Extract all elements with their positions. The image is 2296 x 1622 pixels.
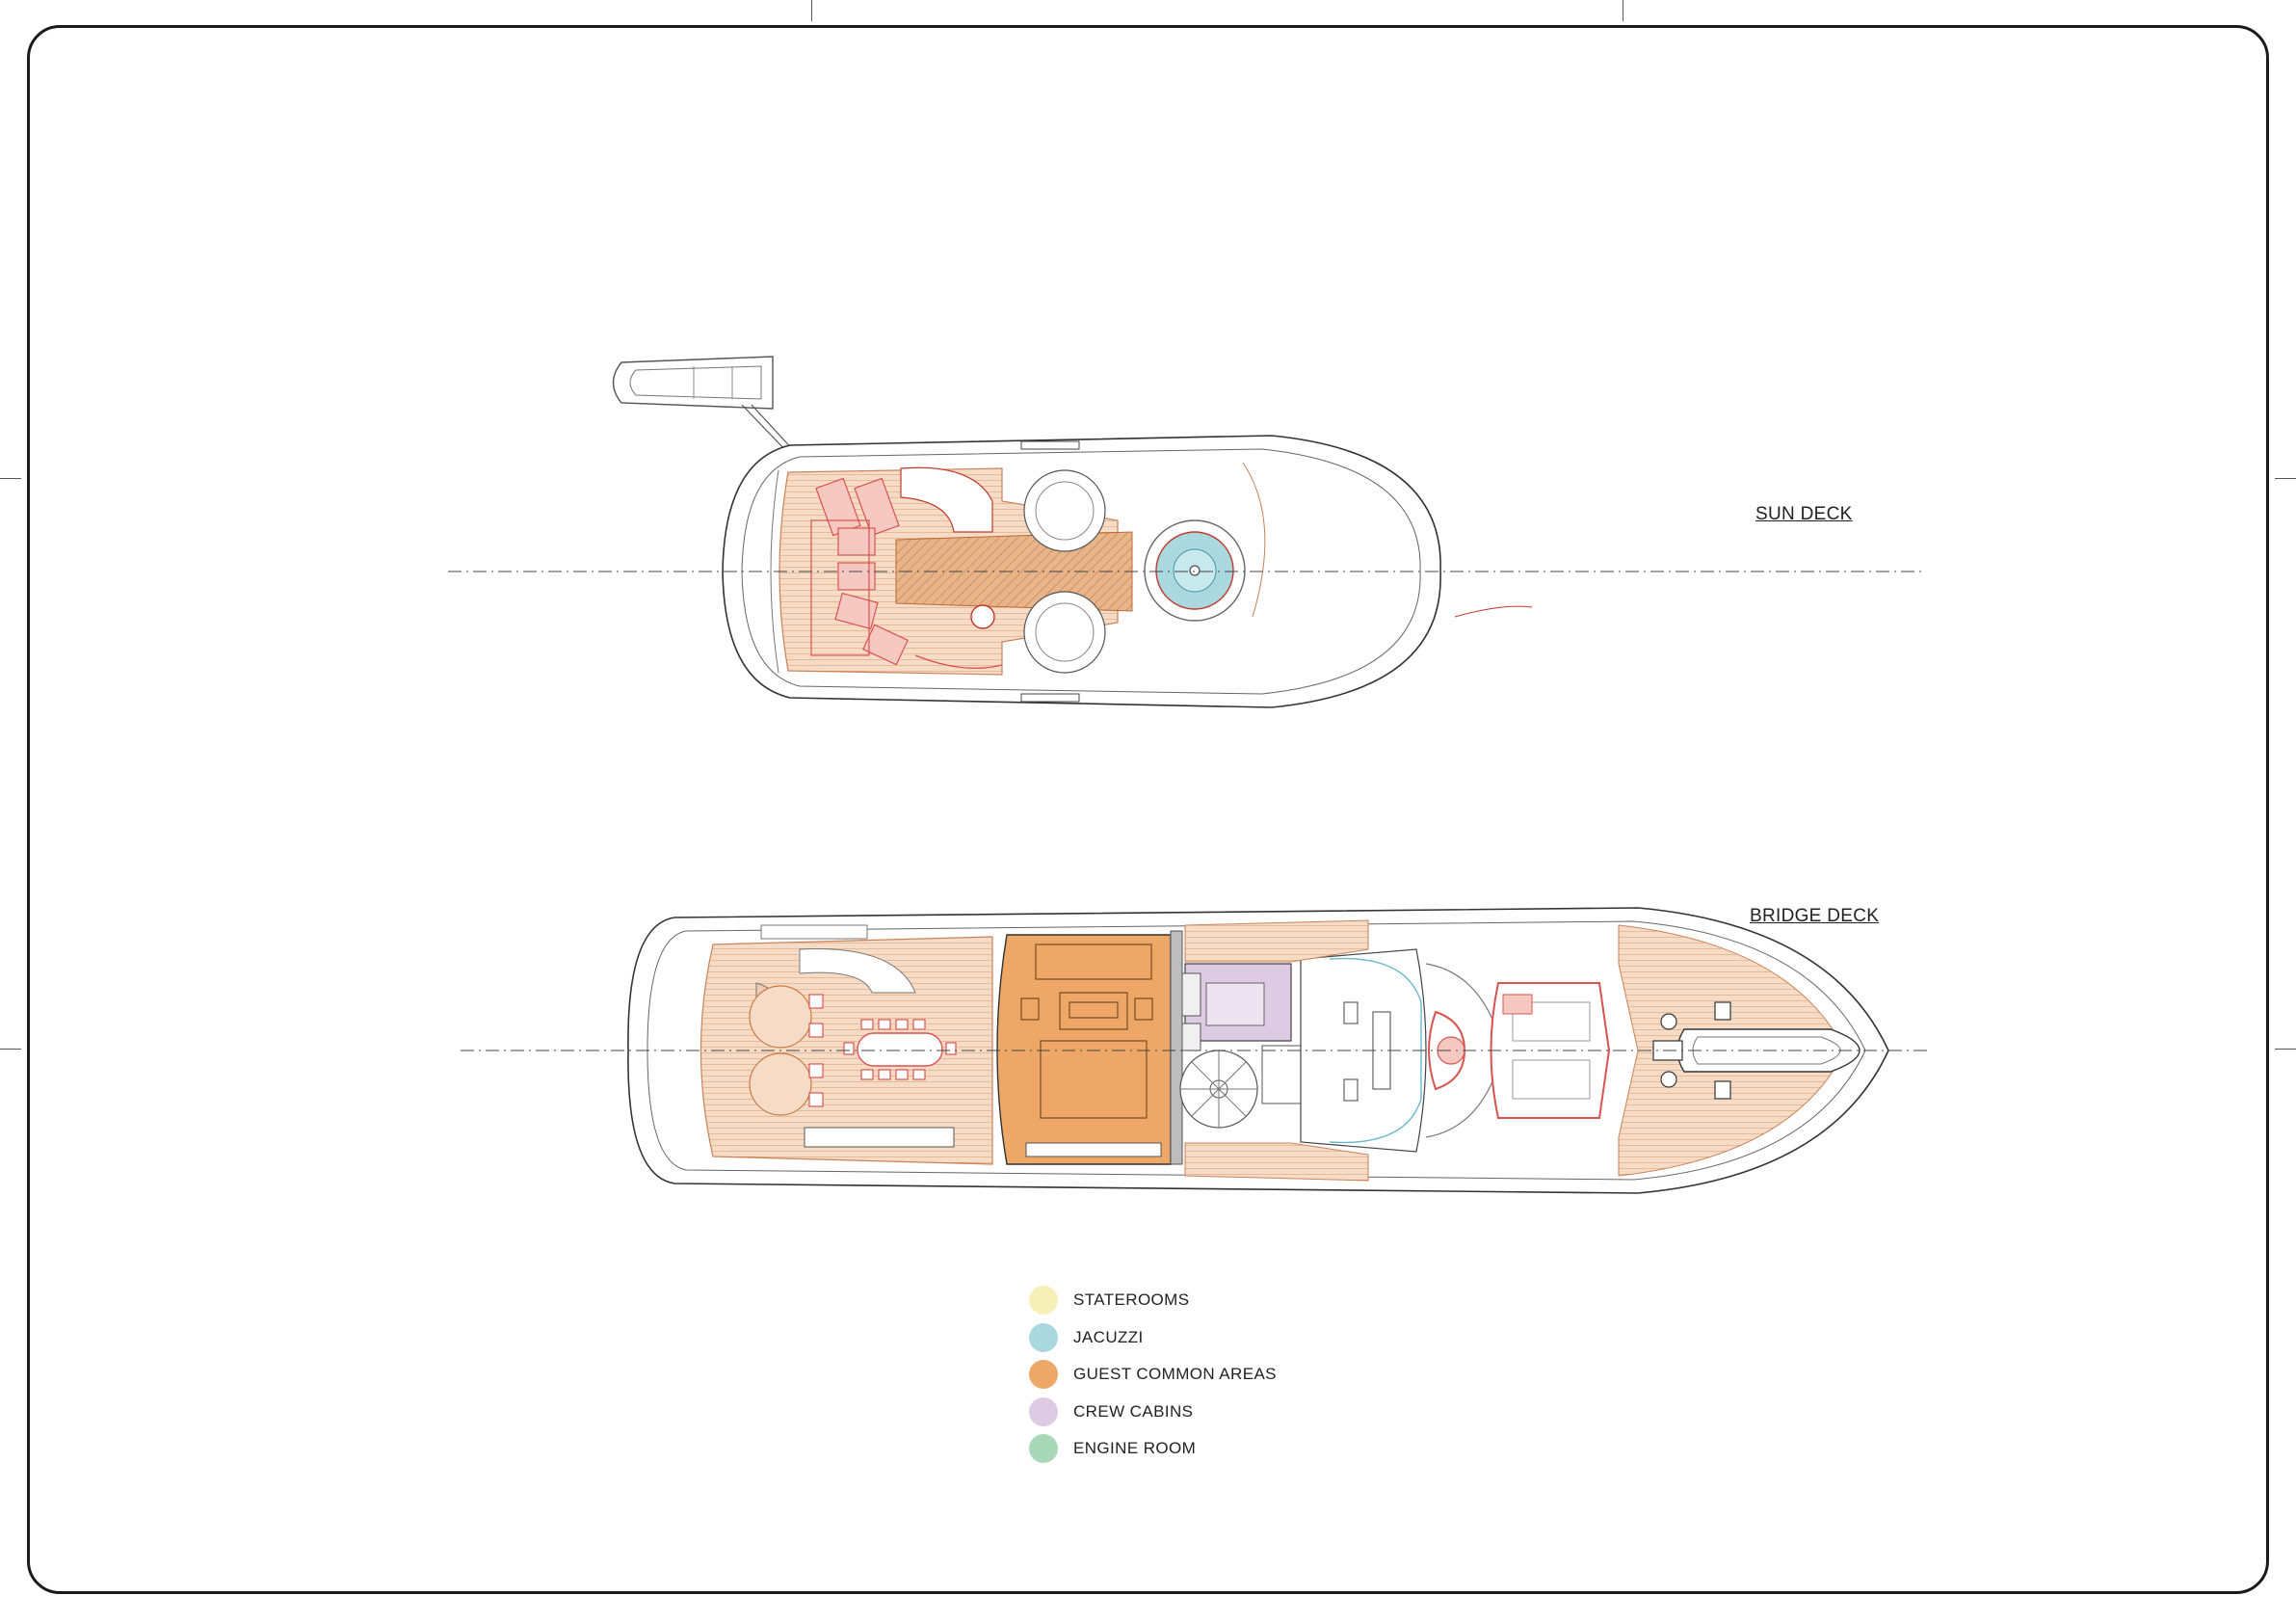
bridge-deck-lounge-furniture [1020, 944, 1153, 1119]
sun-deck-jacuzzi [1144, 519, 1246, 622]
circle-swatch-icon [1029, 1322, 1058, 1352]
crop-mark-left-lower [0, 1049, 21, 1050]
legend-item-guest-common-areas: GUEST COMMON AREAS [1029, 1356, 1277, 1394]
sun-deck-label: SUN DECK [1755, 504, 1853, 524]
legend-item-staterooms: STATEROOMS [1029, 1282, 1277, 1319]
bridge-deck-label: BRIDGE DECK [1750, 906, 1880, 926]
bridge-deck-aft-seating [749, 982, 824, 1116]
bridge-deck-lounge [996, 934, 1172, 1165]
sun-deck-plan [448, 356, 1922, 708]
bridge-deck-dining-table [843, 1019, 957, 1080]
circle-swatch-icon [1029, 1396, 1058, 1426]
legend-label: STATEROOMS [1073, 1290, 1190, 1310]
circle-swatch-icon [1029, 1286, 1058, 1316]
bridge-deck-plan [461, 907, 1932, 1194]
legend-label: ENGINE ROOM [1073, 1439, 1197, 1458]
circle-swatch-icon [1029, 1360, 1058, 1390]
legend-item-crew-cabins: CREW CABINS [1029, 1394, 1277, 1431]
legend-item-engine-room: ENGINE ROOM [1029, 1430, 1277, 1468]
sun-deck-loungers [810, 477, 909, 666]
legend-item-jacuzzi: JACUZZI [1029, 1319, 1277, 1357]
circle-swatch-icon [1029, 1434, 1058, 1464]
drawing-frame [27, 25, 2269, 1594]
crop-mark-right-lower [2275, 1049, 2296, 1050]
bridge-deck-spiral-stair [1179, 1050, 1258, 1129]
legend-label: CREW CABINS [1073, 1401, 1194, 1421]
sun-deck-hull-inner [741, 448, 1421, 695]
sun-deck-tender [612, 356, 797, 454]
crop-mark-left-upper [0, 478, 21, 479]
legend-label: GUEST COMMON AREAS [1073, 1365, 1277, 1384]
crop-mark-top-left [811, 0, 812, 21]
bridge-deck-hull-inner [647, 920, 1866, 1181]
legend-label: JACUZZI [1073, 1327, 1144, 1346]
color-legend: STATEROOMS JACUZZI GUEST COMMON AREAS CR… [1029, 1282, 1277, 1468]
crop-mark-right-upper [2275, 478, 2296, 479]
